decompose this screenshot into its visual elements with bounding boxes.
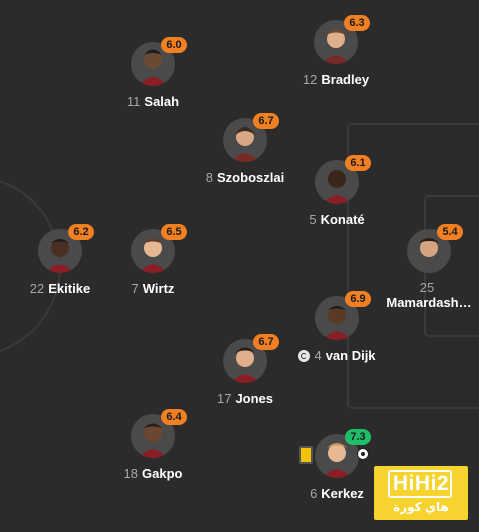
shirt-number: 8 — [205, 170, 214, 185]
rating-badge: 6.0 — [161, 37, 187, 53]
rating-badge: 6.7 — [253, 113, 279, 129]
shirt-number: 18 — [123, 466, 138, 481]
shirt-number: 17 — [216, 391, 232, 406]
player-name: Ekitike — [48, 281, 91, 296]
rating-badge: 6.2 — [68, 224, 94, 240]
yellow-card-icon — [299, 446, 313, 464]
shirt-number: 25 — [419, 280, 435, 295]
player-name: Salah — [144, 94, 180, 109]
rating-badge: 6.1 — [345, 155, 371, 171]
shirt-number: 5 — [309, 212, 317, 227]
rating-badge: 7.3 — [345, 429, 371, 445]
shirt-number: 11 — [126, 94, 141, 109]
rating-badge: 6.9 — [345, 291, 371, 307]
player-photo — [314, 20, 358, 64]
player-name: Szoboszlai — [217, 170, 285, 185]
shirt-number: 22 — [29, 281, 45, 296]
player-photo — [131, 229, 175, 273]
player-name: Konaté — [320, 212, 365, 227]
player-name: Bradley — [321, 72, 370, 87]
shirt-number: 12 — [302, 72, 318, 87]
watermark-arabic: هاي كورة — [393, 500, 449, 514]
player-photo — [315, 296, 359, 340]
rating-badge: 6.7 — [253, 334, 279, 350]
rating-badge: 5.4 — [437, 224, 463, 240]
captain-icon — [298, 350, 311, 362]
rating-badge: 6.4 — [161, 409, 187, 425]
player-label: 18 Gakpo — [73, 466, 233, 481]
player-name: Gakpo — [142, 466, 183, 481]
shirt-number: 6 — [310, 486, 318, 501]
rating-badge: 6.3 — [344, 15, 370, 31]
shirt-number: 7 — [131, 281, 139, 296]
watermark-frame — [388, 470, 452, 498]
shirt-number: 4 — [314, 348, 322, 363]
rating-badge: 6.5 — [161, 224, 187, 240]
watermark-logo: HiHi2 هاي كورة — [374, 466, 468, 520]
player-name: Wirtz — [142, 281, 175, 296]
player-name: Kerkez — [321, 486, 364, 501]
goal-ball-icon — [357, 448, 369, 460]
watermark-brand: HiHi2 — [392, 472, 450, 495]
player-name: van Dijk — [325, 348, 376, 363]
player-name: Mamardash… — [386, 295, 472, 310]
player-name: Jones — [235, 391, 274, 406]
